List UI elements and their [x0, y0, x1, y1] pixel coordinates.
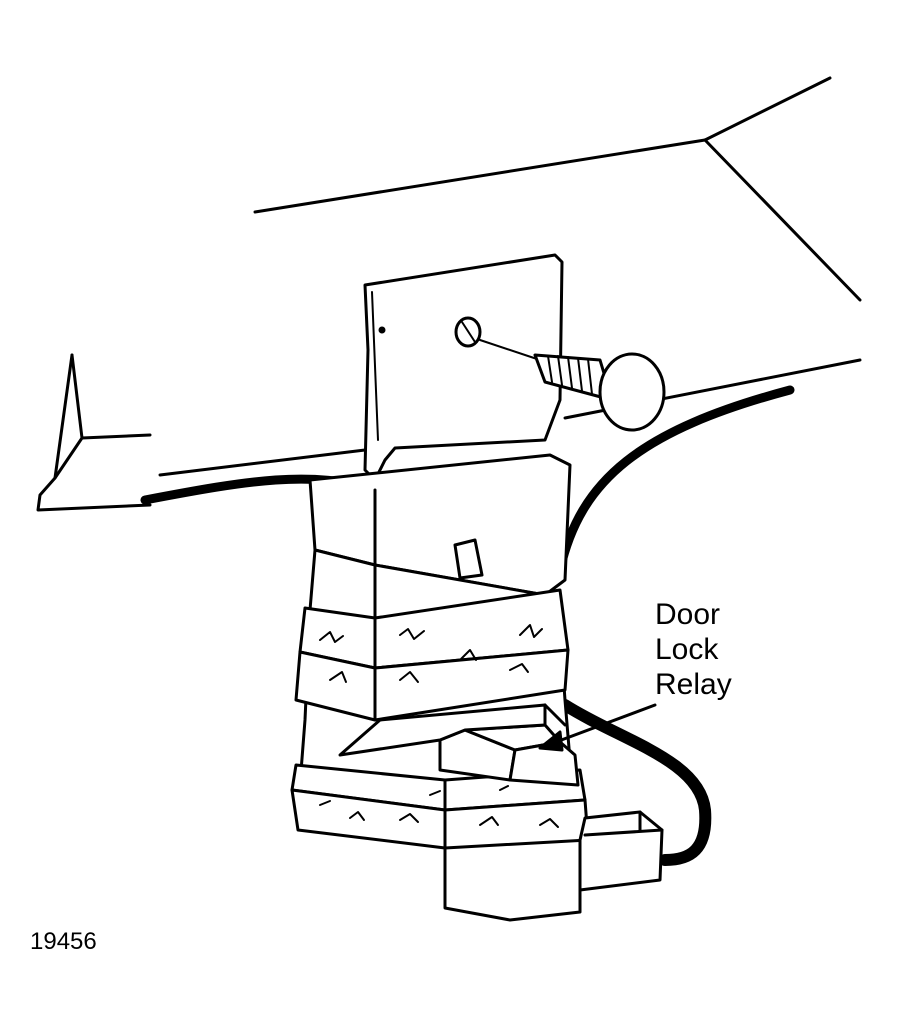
- figure-number: 19456: [30, 928, 97, 955]
- callout-label-lock: Lock: [655, 633, 719, 666]
- callout-label-door: Door: [655, 598, 721, 631]
- callout-arrow: [538, 703, 657, 752]
- tape-texture: [319, 624, 559, 828]
- screw: [479, 339, 666, 432]
- door-lock-relay: [338, 703, 664, 892]
- callout-label-relay: Relay: [655, 668, 732, 701]
- tape-bands: [290, 588, 590, 850]
- left-bracket: [36, 353, 152, 512]
- mounting-bracket: [363, 253, 564, 482]
